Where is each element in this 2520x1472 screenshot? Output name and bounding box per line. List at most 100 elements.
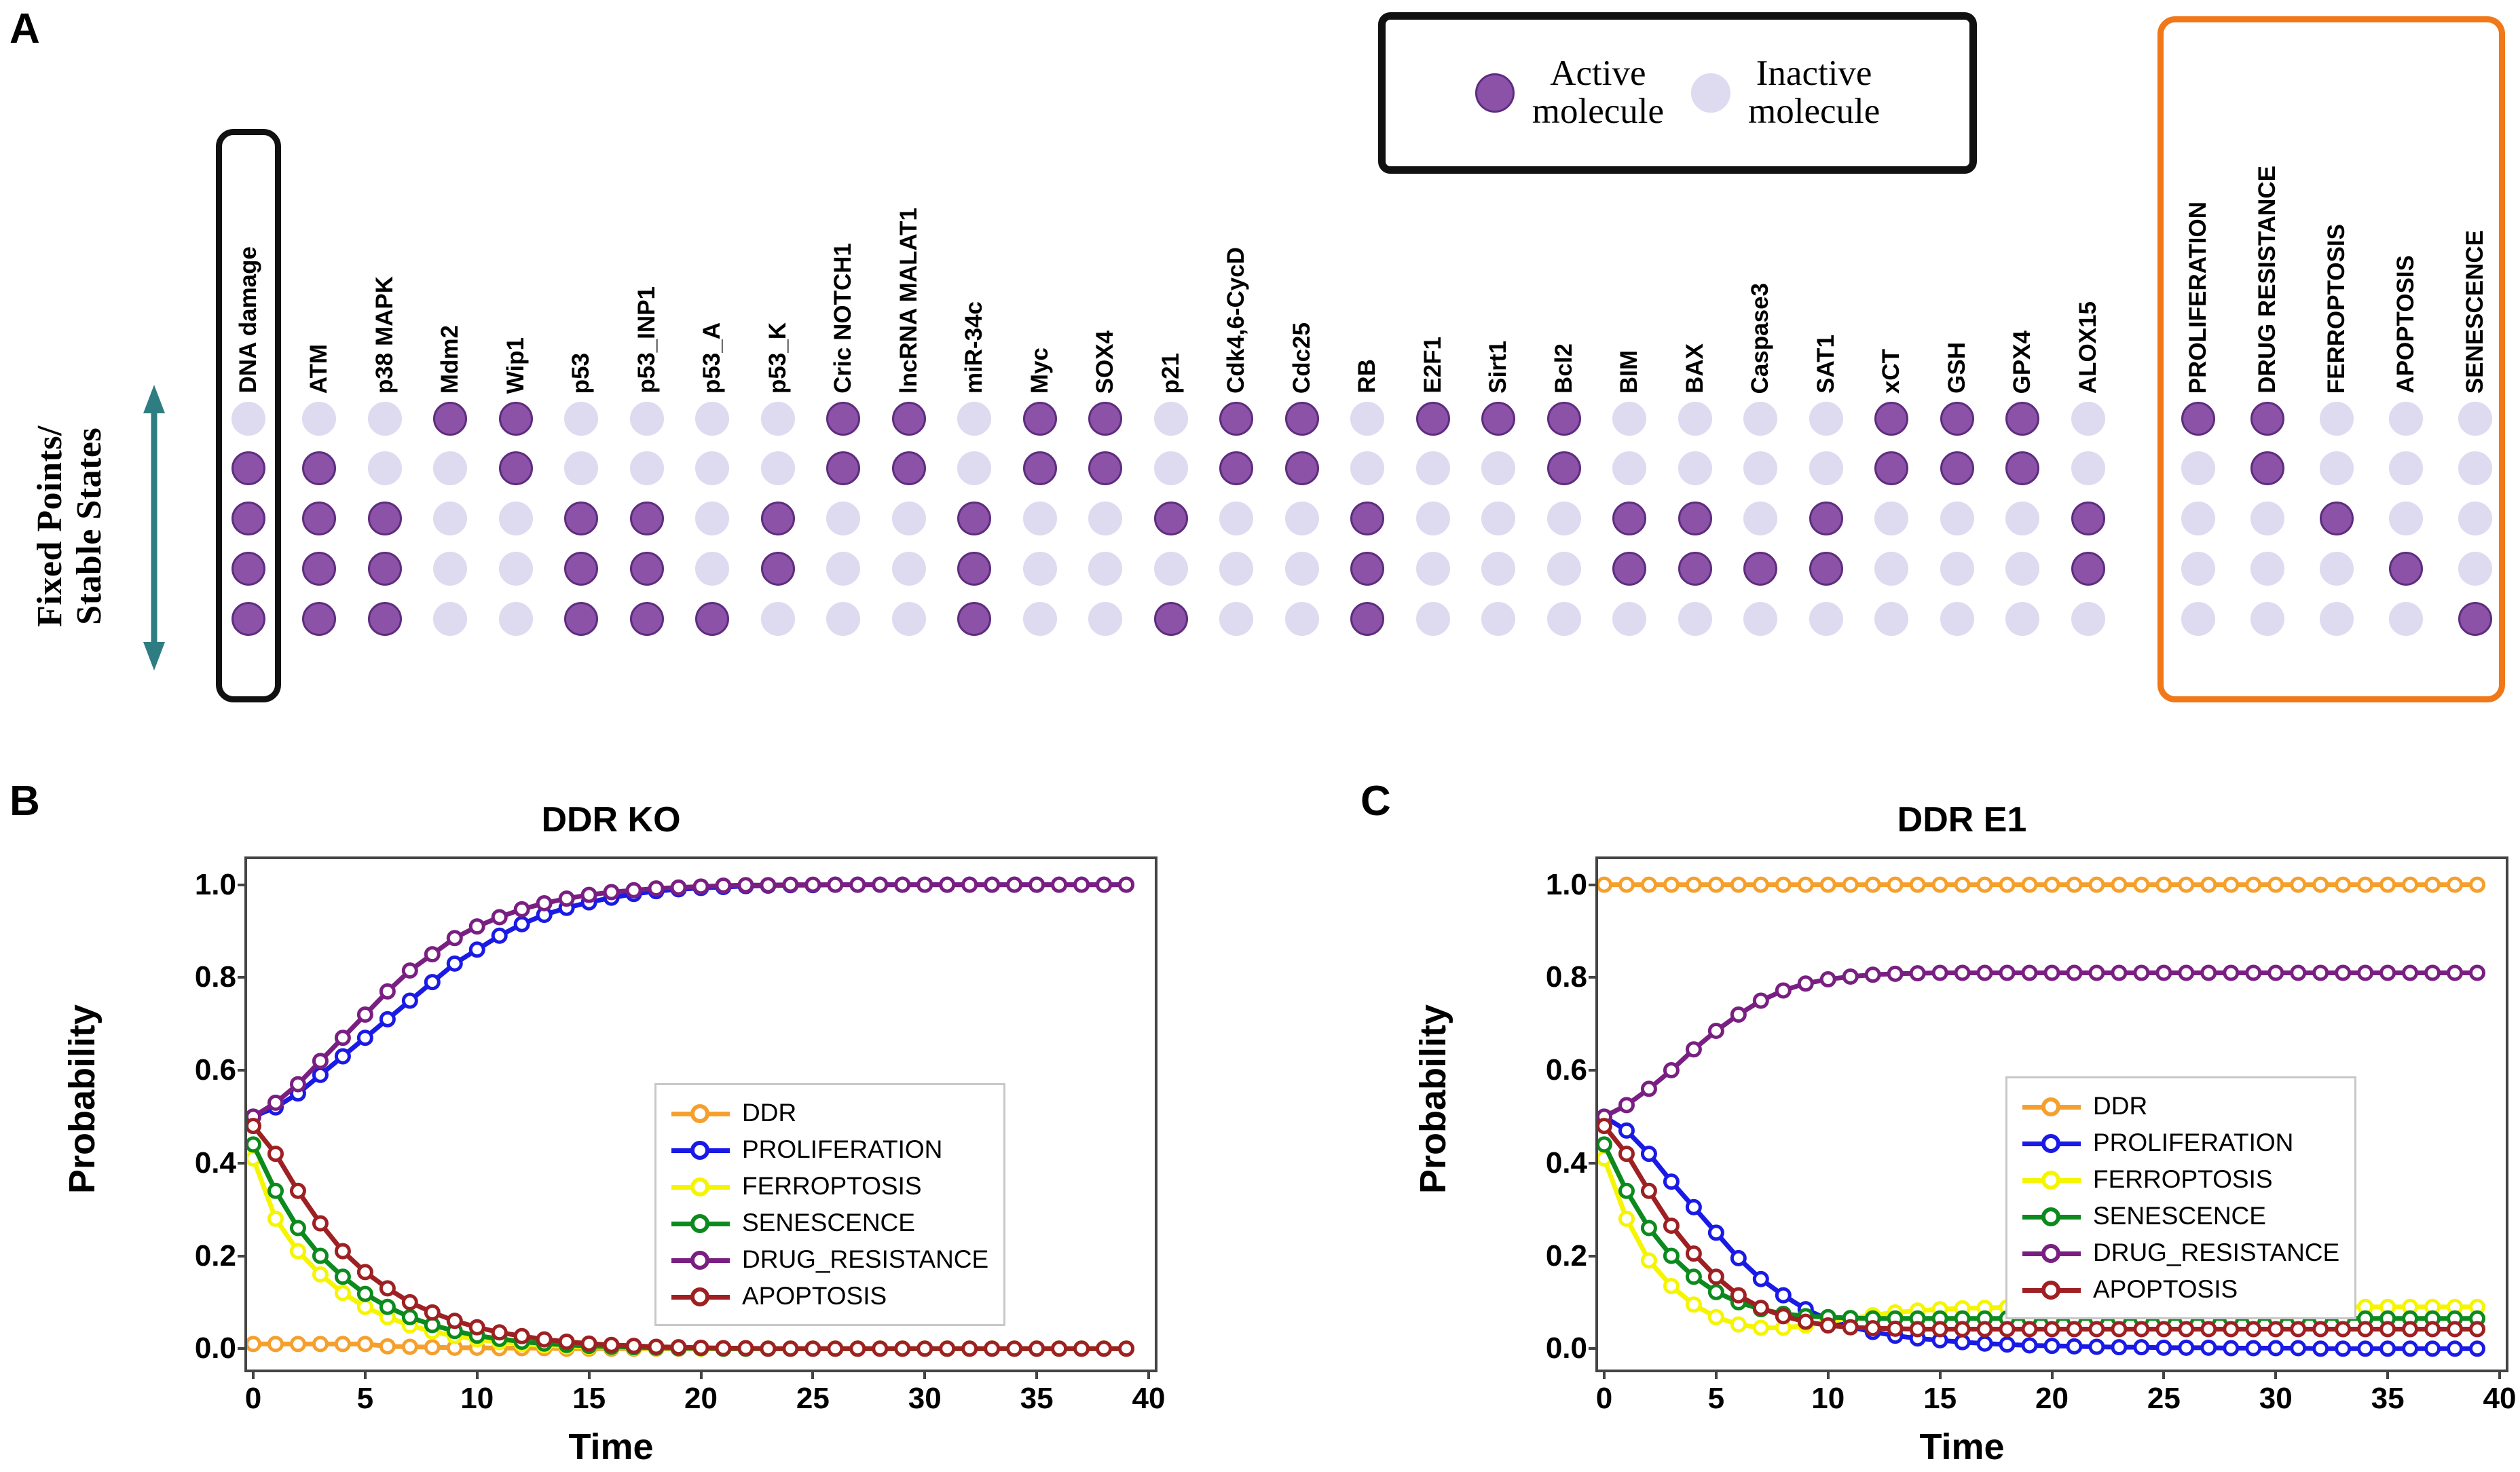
active-molecule-dot <box>1481 402 1515 436</box>
inactive-molecule-dot <box>564 451 598 485</box>
legend-color-swatch <box>671 1139 730 1160</box>
legend-entry-proliferation[interactable]: PROLIFERATION <box>671 1131 988 1168</box>
inactive-molecule-dot <box>629 451 664 485</box>
double-arrow-icon <box>143 385 165 671</box>
inactive-molecule-dot <box>1284 502 1319 535</box>
active-molecule-dot <box>957 602 991 636</box>
legend-inactive-label: Inactive molecule <box>1748 54 1880 131</box>
inactive-molecule-dot <box>1153 402 1188 436</box>
inactive-molecule-dot <box>2320 552 2354 586</box>
inactive-molecule-dot <box>1940 502 1974 535</box>
y-tick-mark <box>1589 1069 1598 1072</box>
inactive-molecule-dot <box>1481 502 1515 535</box>
active-molecule-dot <box>629 552 664 586</box>
inactive-molecule-dot <box>2320 602 2354 636</box>
inactive-molecule-dot <box>2005 552 2039 586</box>
legend-entry-ferroptosis[interactable]: FERROPTOSIS <box>671 1168 988 1205</box>
legend-entry-ddr[interactable]: DDR <box>671 1095 988 1131</box>
inactive-molecule-dot <box>1350 402 1384 436</box>
inactive-molecule-dot <box>1088 602 1122 636</box>
legend-color-swatch <box>2022 1206 2081 1226</box>
column-label-mdm2: Mdm2 <box>437 324 463 394</box>
legend-entry-proliferation[interactable]: PROLIFERATION <box>2022 1125 2339 1161</box>
active-molecule-dot <box>2250 451 2284 485</box>
inactive-molecule-dot <box>1415 502 1450 535</box>
inactive-molecule-dot <box>1153 552 1188 586</box>
y-tick-label: 0.4 <box>194 1146 236 1180</box>
x-tick-label: 0 <box>1595 1382 1613 1415</box>
legend-item-inactive: Inactive molecule <box>1691 54 1880 131</box>
inactive-molecule-dot <box>2389 602 2423 636</box>
panel-a-fixed-points: A Fixed Points/ Stable States Active mol… <box>10 8 2505 702</box>
y-tick-mark <box>1589 1347 1598 1351</box>
inactive-molecule-dot <box>1088 552 1122 586</box>
series-drug_resistance <box>1598 964 2486 1125</box>
inactive-molecule-dot <box>629 402 664 436</box>
legend-entry-label: DRUG_RESISTANCE <box>742 1245 989 1273</box>
active-molecule-dot <box>498 402 533 436</box>
inactive-molecule-dot <box>2458 502 2492 535</box>
y-tick-label: 0.8 <box>1545 960 1587 994</box>
column-label-dna-damage: DNA damage <box>235 246 261 394</box>
legend-entry-drug_resistance[interactable]: DRUG_RESISTANCE <box>2022 1234 2339 1271</box>
active-molecule-dot <box>2181 402 2215 436</box>
legend-entry-senescence[interactable]: SENESCENCE <box>671 1205 988 1241</box>
column-label-cric-notch1: Cric NOTCH1 <box>830 243 856 394</box>
active-molecule-dot <box>2005 451 2039 485</box>
y-tick-label: 1.0 <box>1545 867 1587 901</box>
legend-entry-label: SENESCENCE <box>742 1209 915 1237</box>
inactive-molecule-dot <box>1219 552 1253 586</box>
legend-entry-drug_resistance[interactable]: DRUG_RESISTANCE <box>671 1241 988 1278</box>
active-molecule-dot <box>302 451 336 485</box>
panel-b-letter: B <box>10 778 40 825</box>
column-label-cdc25: Cdc25 <box>1288 322 1315 394</box>
legend-entry-senescence[interactable]: SENESCENCE <box>2022 1198 2339 1234</box>
column-label-proliferation: PROLIFERATION <box>2185 201 2211 394</box>
inactive-molecule-dot <box>760 402 795 436</box>
legend-color-swatch <box>2022 1169 2081 1190</box>
active-molecule-dot <box>957 502 991 535</box>
inactive-molecule-dot <box>1415 451 1450 485</box>
inactive-molecule-dot <box>1481 602 1515 636</box>
legend-entry-apoptosis[interactable]: APOPTOSIS <box>2022 1271 2339 1308</box>
series-drug_resistance <box>247 876 1135 1125</box>
column-label-drug-resistance: DRUG RESISTANCE <box>2254 166 2280 394</box>
active-molecule-dot <box>1940 451 1974 485</box>
inactive-molecule-dot-icon <box>1691 73 1730 113</box>
column-label-p53-inp1: p53_INP1 <box>633 286 660 394</box>
active-molecule-dot <box>302 552 336 586</box>
legend-color-swatch <box>2022 1279 2081 1300</box>
column-label-p53: p53 <box>568 352 594 394</box>
inactive-molecule-dot <box>2181 451 2215 485</box>
chart-b-ylabel: Probability <box>62 1004 103 1194</box>
active-molecule-dot <box>498 451 533 485</box>
y-tick-mark <box>238 1069 247 1072</box>
legend-entry-label: DRUG_RESISTANCE <box>2093 1239 2340 1266</box>
inactive-molecule-dot <box>2181 602 2215 636</box>
inactive-molecule-dot <box>498 552 533 586</box>
legend-entry-ddr[interactable]: DDR <box>2022 1088 2339 1125</box>
inactive-molecule-dot <box>1874 602 1908 636</box>
legend-entry-apoptosis[interactable]: APOPTOSIS <box>671 1278 988 1315</box>
inactive-molecule-dot <box>826 552 860 586</box>
column-label-sirt1: Sirt1 <box>1485 341 1511 394</box>
active-molecule-dot <box>2005 402 2039 436</box>
active-molecule-dot <box>1546 451 1581 485</box>
x-tick-label: 10 <box>460 1382 494 1415</box>
chart-c-xlabel: Time <box>1919 1427 2005 1467</box>
active-molecule-dot <box>760 502 795 535</box>
column-label-apoptosis: APOPTOSIS <box>2392 255 2419 394</box>
x-tick-mark <box>2162 1370 2166 1379</box>
x-tick-mark <box>811 1370 815 1379</box>
active-molecule-dot <box>231 502 265 535</box>
inactive-molecule-dot <box>433 602 467 636</box>
column-label-p38-mapk: p38 MAPK <box>371 276 398 394</box>
active-molecule-dot <box>1612 552 1646 586</box>
active-molecule-dot <box>302 602 336 636</box>
column-label-sat1: SAT1 <box>1812 335 1839 394</box>
legend-entry-ferroptosis[interactable]: FERROPTOSIS <box>2022 1161 2339 1198</box>
active-molecule-dot <box>826 402 860 436</box>
x-tick-mark <box>1938 1370 1942 1379</box>
